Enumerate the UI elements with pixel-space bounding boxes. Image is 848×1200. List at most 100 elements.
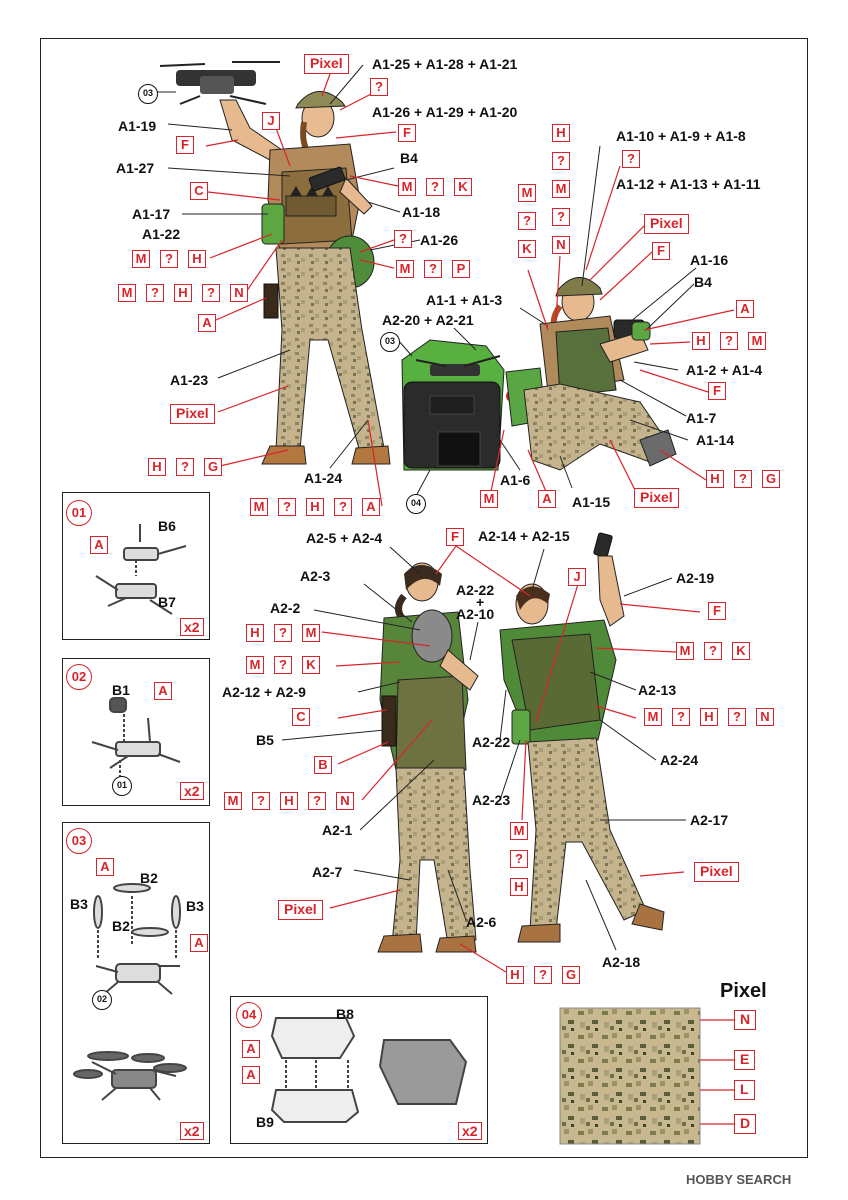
- callout-q-cap: ?: [370, 78, 388, 96]
- label-a2-23: A2-23: [472, 792, 511, 808]
- callout-m-case2: M: [480, 490, 498, 508]
- callout-p-helmet: P: [452, 260, 470, 278]
- callout-n-hair: N: [552, 236, 570, 254]
- callout-f-arm2: F: [708, 382, 726, 400]
- label-b2-lower: B2: [112, 918, 130, 934]
- step-04-box: [230, 996, 488, 1144]
- callout-b-knife: B: [314, 756, 332, 774]
- sheet-frame: [40, 38, 808, 1158]
- label-a2-1: A2-1: [322, 822, 353, 838]
- callout-g-boot3: G: [562, 966, 580, 984]
- callout-k-shirt4: K: [732, 642, 750, 660]
- step-04-drawing: [270, 1017, 468, 1123]
- step-03-drawing: [73, 883, 187, 1101]
- label-a1-1: A1-1 + A1-3: [426, 292, 503, 308]
- label-a2-19: A2-19: [676, 570, 715, 586]
- label-a2-18: A2-18: [602, 954, 641, 970]
- x2-step-01: x2: [180, 618, 204, 636]
- leader-lines: [152, 64, 697, 951]
- callout-a-step02: A: [154, 682, 172, 700]
- label-b3-right: B3: [186, 898, 204, 914]
- callout-n-vest4: N: [756, 708, 774, 726]
- callout-h-hair: H: [552, 124, 570, 142]
- label-a2-7: A2-7: [312, 864, 343, 880]
- label-a1-26b: A1-26: [420, 232, 459, 248]
- callout-q-vest3b: ?: [308, 792, 326, 810]
- callout-h-vest4: H: [700, 708, 718, 726]
- callout-q-vest3: ?: [252, 792, 270, 810]
- callout-q-shirt4: ?: [704, 642, 722, 660]
- label-a2-17: A2-17: [690, 812, 729, 828]
- label-a2-3: A2-3: [300, 568, 331, 584]
- callout-j: J: [262, 112, 280, 130]
- label-a1-15: A1-15: [572, 494, 611, 510]
- callout-f-shirt: F: [398, 124, 416, 142]
- step-01-box: [62, 492, 210, 640]
- label-a2-5: A2-5 + A2-4: [306, 530, 383, 546]
- callout-pixel-cap2: Pixel: [644, 214, 689, 234]
- step-01-number: 01: [66, 500, 92, 526]
- callout-m-tablet: M: [398, 178, 416, 196]
- callout-pixel-cap: Pixel: [304, 54, 349, 74]
- callout-m-pouch4: M: [510, 822, 528, 840]
- callout-a-glove: A: [736, 300, 754, 318]
- callout-h-boot2: H: [706, 470, 724, 488]
- label-a1-6: A1-6: [500, 472, 531, 488]
- callout-a-step01: A: [90, 536, 108, 554]
- callout-k-tablet: K: [454, 178, 472, 196]
- label-a1-16: A1-16: [690, 252, 729, 268]
- callout-m-shirt3: M: [246, 656, 264, 674]
- step-01-drawing: [95, 524, 187, 615]
- callout-l-camo: L: [734, 1080, 755, 1100]
- callout-m-vest3: M: [224, 792, 242, 810]
- callout-h-pouch4: H: [510, 878, 528, 896]
- callout-n-strap: N: [230, 284, 248, 302]
- label-b5: B5: [256, 732, 274, 748]
- callout-a-step04-top: A: [242, 1040, 260, 1058]
- callout-a-step03-top: A: [96, 858, 114, 876]
- label-b1: B1: [112, 682, 130, 698]
- label-a2-13: A2-13: [638, 682, 677, 698]
- figure-3-soldier-with-cat: [377, 562, 479, 953]
- callout-f-arm4: F: [708, 602, 726, 620]
- callout-q-boot2: ?: [734, 470, 752, 488]
- label-a1-22: A1-22: [142, 226, 181, 242]
- callout-n-camo: N: [734, 1010, 757, 1030]
- callout-a-holster: A: [198, 314, 216, 332]
- step-02-number: 02: [66, 664, 92, 690]
- label-a2-24: A2-24: [660, 752, 699, 768]
- label-b4-b: B4: [694, 274, 712, 290]
- pixel-camo-swatch: [559, 1007, 701, 1145]
- callout-q-pouch: ?: [160, 250, 178, 268]
- callout-g-boot: G: [204, 458, 222, 476]
- callout-q-cap2: ?: [622, 150, 640, 168]
- label-a1-10: A1-10 + A1-9 + A1-8: [616, 128, 746, 144]
- label-a1-26: A1-26 + A1-29 + A1-20: [372, 104, 518, 120]
- callout-pixel-trousers2: Pixel: [634, 488, 679, 508]
- label-a2-10: A2-10: [456, 606, 495, 622]
- callout-m-hair: M: [552, 180, 570, 198]
- label-b6: B6: [158, 518, 176, 534]
- label-a1-7: A1-7: [686, 410, 717, 426]
- callout-q-boot: ?: [176, 458, 194, 476]
- callout-f-face2: F: [652, 242, 670, 260]
- x2-step-03: x2: [180, 1122, 204, 1140]
- callout-q-cat: ?: [274, 624, 292, 642]
- callout-g-boot2: G: [762, 470, 780, 488]
- step-02-drawing: [91, 697, 181, 778]
- callout-f-face3: F: [446, 528, 464, 546]
- callout-a-step03-right: A: [190, 934, 208, 952]
- callout-m-case: M: [250, 498, 268, 516]
- callout-m-glove: M: [748, 332, 766, 350]
- callout-q-case2: ?: [334, 498, 352, 516]
- callout-h-glove: H: [692, 332, 710, 350]
- label-b3-left: B3: [70, 896, 88, 912]
- pixel-legend-title: Pixel: [720, 980, 767, 1002]
- callout-q-helmet: ?: [394, 230, 412, 248]
- label-a2-14: A2-14 + A2-15: [478, 528, 570, 544]
- label-a1-19: A1-19: [118, 118, 157, 134]
- label-b8: B8: [336, 1006, 354, 1022]
- callout-m-vest4: M: [644, 708, 662, 726]
- callout-h-strap: H: [174, 284, 192, 302]
